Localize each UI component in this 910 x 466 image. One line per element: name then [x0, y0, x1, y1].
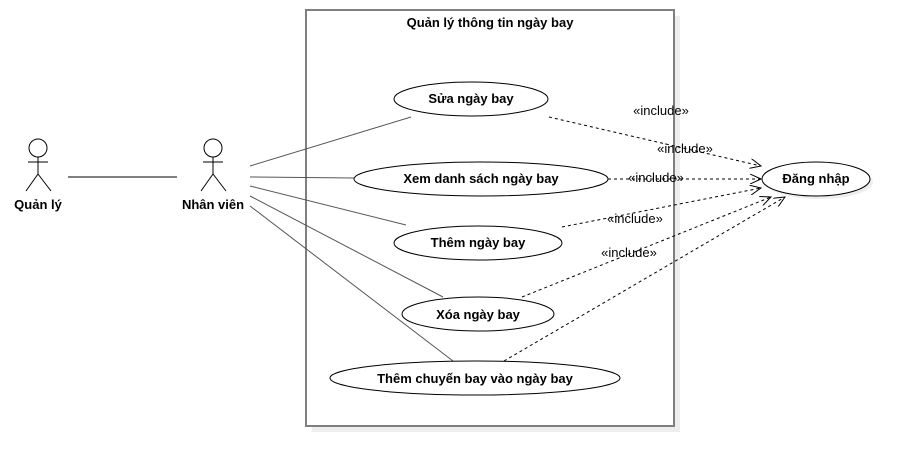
actor-manager-label: Quản lý [14, 197, 62, 212]
include-label-1: «include» [633, 103, 689, 118]
use-case-add[interactable]: Thêm ngày bay [393, 225, 563, 261]
include-delete-login [521, 197, 771, 298]
use-case-login-label: Đăng nhập [782, 171, 849, 186]
use-case-delete[interactable]: Xóa ngày bay [401, 296, 555, 332]
include-addflight-login [503, 197, 785, 362]
include-add-login [561, 188, 761, 228]
system-title: Quản lý thông tin ngày bay [407, 15, 575, 30]
include-label-2: «include» [657, 141, 713, 156]
actor-manager[interactable]: Quản lý [14, 138, 63, 212]
include-label-3: «include» [628, 170, 684, 185]
association-add [249, 185, 407, 226]
use-case-delete-label: Xóa ngày bay [436, 307, 521, 322]
system-boundary [305, 9, 675, 427]
association-delete [249, 195, 444, 298]
association-add-flight [249, 205, 454, 362]
employee-associations [249, 116, 454, 362]
use-case-login[interactable]: Đăng nhập [761, 161, 873, 199]
use-case-view-list[interactable]: Xem danh sách ngày bay [353, 161, 609, 197]
use-case-add-flight-label: Thêm chuyến bay vào ngày bay [377, 371, 574, 386]
include-label-4: «include» [607, 211, 663, 226]
stick-figure-icon [25, 138, 52, 192]
association-edit [249, 116, 412, 167]
use-case-add-label: Thêm ngày bay [431, 235, 526, 250]
association-view-list [249, 176, 355, 179]
actor-employee[interactable]: Nhân viên [182, 138, 244, 212]
include-dependencies [503, 116, 785, 362]
include-label-5: «include» [601, 245, 657, 260]
use-case-view-list-label: Xem danh sách ngày bay [403, 171, 559, 186]
stick-figure-icon [200, 138, 227, 192]
include-edit-login [548, 116, 761, 166]
actor-employee-label: Nhân viên [182, 197, 244, 212]
use-case-edit-label: Sửa ngày bay [428, 91, 514, 106]
use-case-add-flight[interactable]: Thêm chuyến bay vào ngày bay [329, 360, 621, 396]
use-case-edit[interactable]: Sửa ngày bay [393, 81, 549, 117]
